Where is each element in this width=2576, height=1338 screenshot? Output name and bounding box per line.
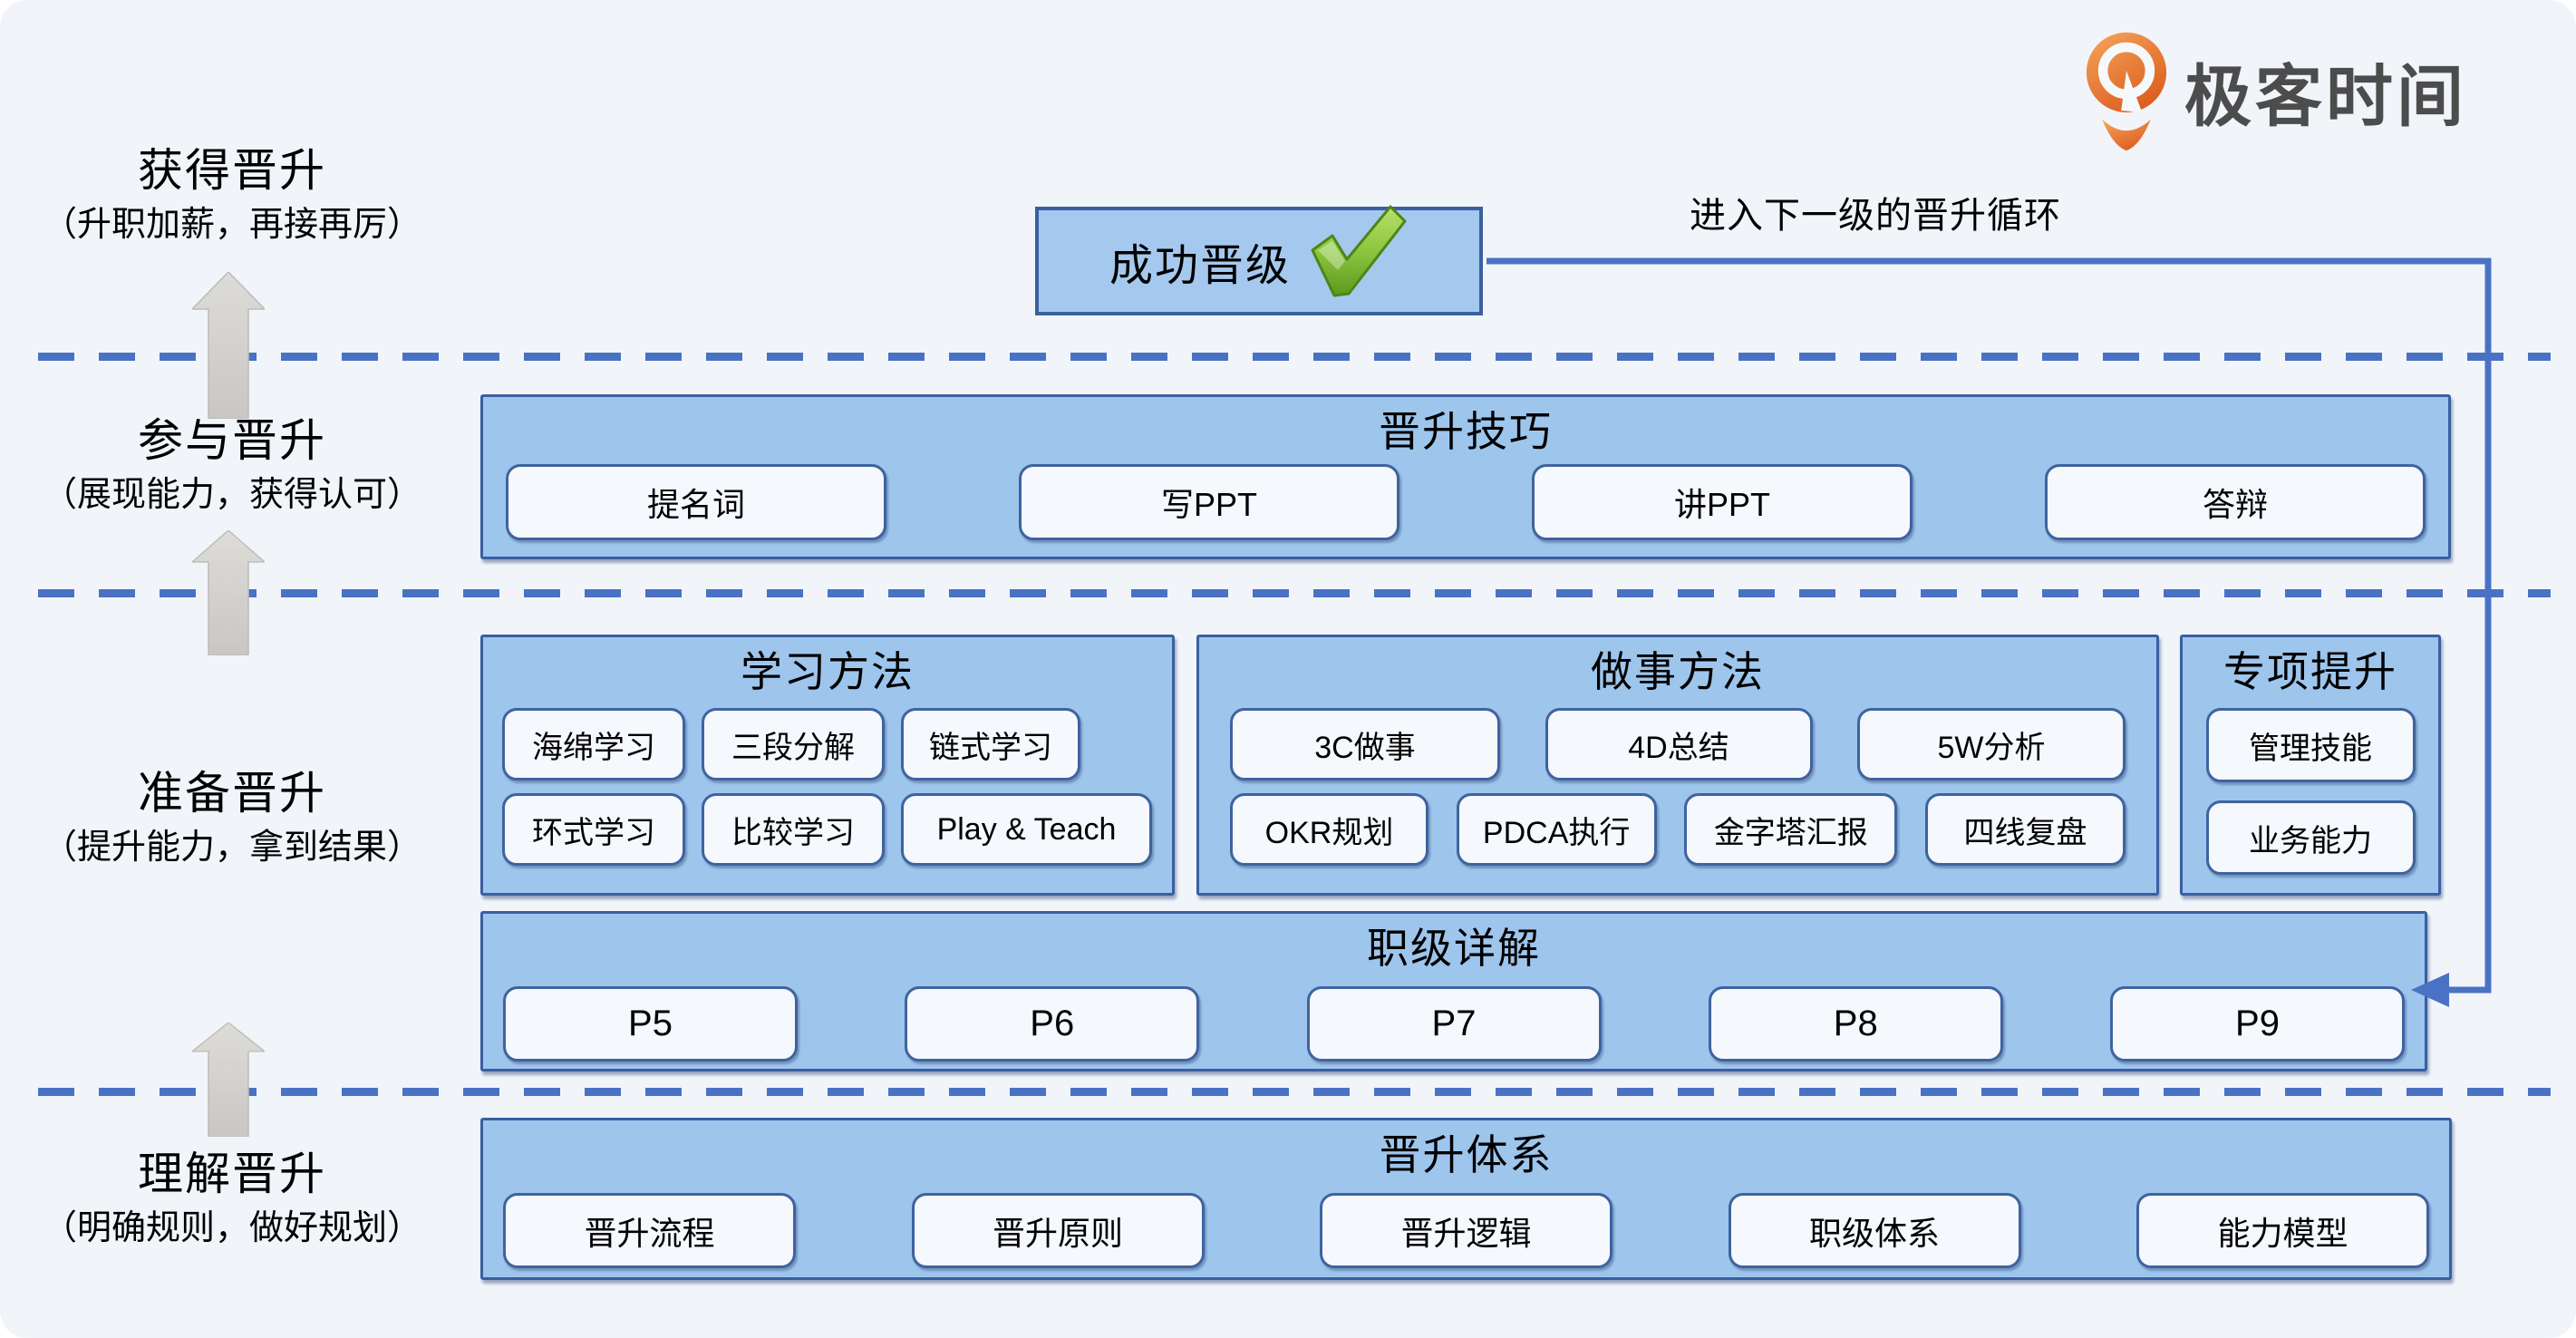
level-item: P8 bbox=[1708, 986, 2003, 1062]
panel-promotion-skills: 晋升技巧 提名词 写PPT 讲PPT 答辩 bbox=[480, 394, 2451, 559]
geektime-logo: 极客时间 bbox=[2083, 27, 2467, 154]
stage-title: 参与晋升 bbox=[138, 415, 326, 466]
success-label: 成功晋级 bbox=[1109, 242, 1291, 290]
system-item: 晋升原则 bbox=[911, 1193, 1205, 1268]
level-item: P5 bbox=[503, 986, 798, 1062]
learning-item: 比较学习 bbox=[702, 793, 885, 866]
stage-title: 理解晋升 bbox=[138, 1149, 326, 1199]
up-arrow-icon bbox=[192, 1023, 265, 1137]
doing-item: PDCA执行 bbox=[1456, 793, 1657, 866]
stage-title: 准备晋升 bbox=[138, 768, 326, 819]
stage-subtitle: （明确规则，做好规划） bbox=[42, 1209, 421, 1247]
skill-item: 讲PPT bbox=[1532, 464, 1913, 540]
section-divider-line-2 bbox=[38, 589, 2551, 597]
stage-title: 获得晋升 bbox=[138, 145, 326, 196]
system-item: 能力模型 bbox=[2136, 1193, 2429, 1268]
skill-item: 提名词 bbox=[506, 464, 886, 540]
up-arrow-icon bbox=[192, 272, 265, 419]
level-item: P6 bbox=[905, 986, 1200, 1062]
doing-item: 四线复盘 bbox=[1924, 793, 2126, 866]
panel-promotion-system: 晋升体系 晋升流程 晋升原则 晋升逻辑 职级体系 能力模型 bbox=[480, 1118, 2452, 1280]
doing-item: 金字塔汇报 bbox=[1684, 793, 1898, 866]
success-promotion-box: 成功晋级 bbox=[1035, 205, 1483, 315]
panel-title: 晋升体系 bbox=[1379, 1131, 1554, 1178]
panel-doing-methods: 做事方法 3C做事 4D总结 5W分析 OKR规划 PDCA执行 金字塔汇报 四… bbox=[1196, 635, 2159, 896]
level-item: P7 bbox=[1306, 986, 1602, 1062]
system-item: 职级体系 bbox=[1728, 1193, 2021, 1268]
stage-subtitle: （升职加薪，再接再厉） bbox=[42, 206, 421, 244]
system-item: 晋升流程 bbox=[503, 1193, 796, 1268]
skill-item: 答辩 bbox=[2045, 464, 2426, 540]
learning-item: 海绵学习 bbox=[502, 708, 685, 780]
special-item: 管理技能 bbox=[2205, 708, 2416, 782]
panel-title: 专项提升 bbox=[2223, 648, 2397, 695]
panel-title: 职级详解 bbox=[1367, 925, 1541, 972]
panel-special-improvement: 专项提升 管理技能 业务能力 bbox=[2180, 635, 2441, 896]
doing-item: 5W分析 bbox=[1857, 708, 2126, 780]
check-icon bbox=[1311, 205, 1407, 297]
level-item: P9 bbox=[2110, 986, 2405, 1062]
doing-item: 3C做事 bbox=[1230, 708, 1500, 780]
doing-item: OKR规划 bbox=[1230, 793, 1428, 866]
system-item: 晋升逻辑 bbox=[1320, 1193, 1612, 1268]
skill-item: 写PPT bbox=[1019, 464, 1399, 540]
section-divider-line-3 bbox=[38, 1088, 2551, 1096]
panel-title: 做事方法 bbox=[1591, 648, 1765, 695]
geektime-logo-icon bbox=[2086, 32, 2167, 151]
learning-item: Play & Teach bbox=[901, 793, 1152, 866]
stage-label-obtain-promotion: 获得晋升 （升职加薪，再接再厉） bbox=[0, 145, 464, 247]
loop-arrow bbox=[1487, 257, 2492, 1007]
geektime-logo-text: 极客时间 bbox=[2184, 58, 2467, 134]
panel-learning-methods: 学习方法 海绵学习 三段分解 链式学习 环式学习 比较学习 Play & Tea… bbox=[480, 635, 1175, 896]
loop-cycle-label: 进入下一级的晋升循环 bbox=[1690, 196, 2061, 236]
learning-item: 链式学习 bbox=[901, 708, 1080, 780]
learning-item: 三段分解 bbox=[702, 708, 885, 780]
panel-title: 学习方法 bbox=[741, 648, 915, 695]
stage-subtitle: （提升能力，拿到结果） bbox=[42, 829, 421, 867]
stage-label-participate-promotion: 参与晋升 （展现能力，获得认可） bbox=[0, 415, 464, 517]
stage-subtitle: （展现能力，获得认可） bbox=[42, 476, 421, 514]
stage-label-prepare-promotion: 准备晋升 （提升能力，拿到结果） bbox=[0, 768, 464, 869]
up-arrow-icon bbox=[192, 530, 265, 655]
section-divider-line-1 bbox=[38, 353, 2551, 361]
panel-level-details: 职级详解 P5 P6 P7 P8 P9 bbox=[480, 911, 2427, 1071]
special-item: 业务能力 bbox=[2205, 800, 2416, 875]
learning-item: 环式学习 bbox=[502, 793, 685, 866]
panel-title: 晋升技巧 bbox=[1379, 408, 1553, 455]
doing-item: 4D总结 bbox=[1545, 708, 1813, 780]
stage-label-understand-promotion: 理解晋升 （明确规则，做好规划） bbox=[0, 1149, 464, 1250]
